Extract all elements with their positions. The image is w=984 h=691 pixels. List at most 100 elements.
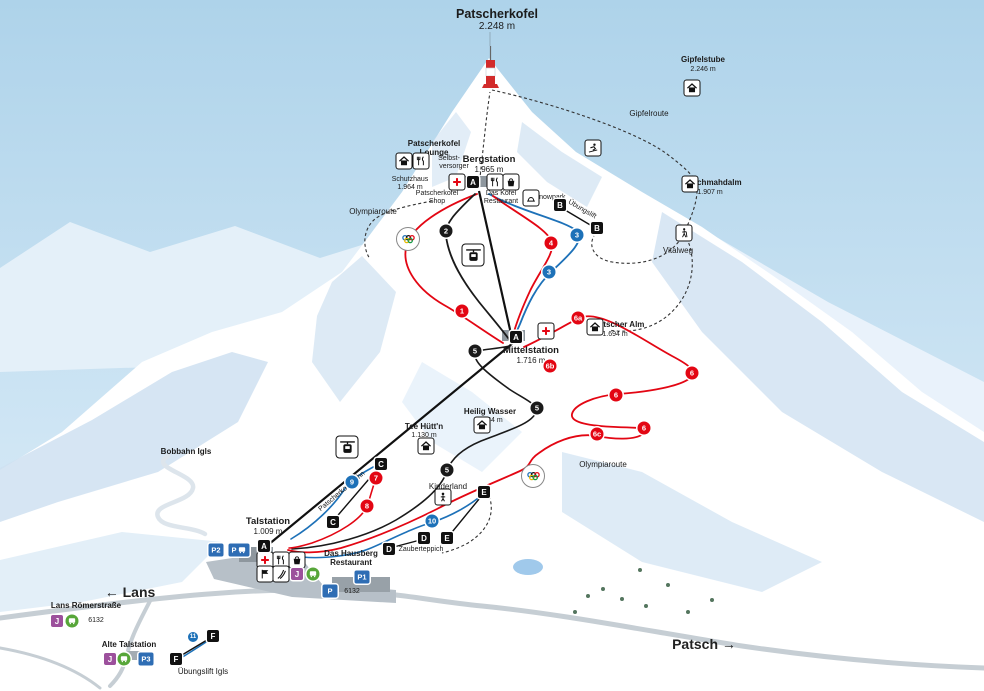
run-marker-5: 5 [530,401,544,415]
map-label-1-009-m: 1.009 m [253,527,283,536]
shop-icon [288,551,306,569]
map-label-patscher-alm: Patscher Alm [593,320,645,329]
restaurant-icon [412,152,430,170]
shop-icon [502,173,520,191]
map-label-das-kofel: Das Kofel [485,190,517,197]
map-label-mittelstation: Mittelstation [503,345,559,356]
run-7-8 [288,466,381,549]
map-label-kinderland: Kinderland [428,482,468,491]
restaurant-icon [486,173,504,191]
lift-marker-c: C [327,516,339,528]
map-label-schutzhaus: Schutzhaus [391,176,429,183]
map-label-1-964-m: 1.964 m [397,184,423,191]
map-label-patscherkofelbahn: Patscherkofelbahn [317,470,367,513]
skiroute-icon [584,139,602,157]
lift-marker-e: E [478,486,490,498]
summit-name: Patscherkofel [456,7,538,21]
map-label-gipfelroute: Gipfelroute [629,109,669,118]
bus-line-number: 6132 [88,617,104,624]
map-label-snowpark: Snowpark [534,194,566,201]
lift-marker-c: C [375,458,387,470]
walker-icon [675,224,693,242]
run-marker-2: 2 [439,224,453,238]
lift-marker-f: F [170,653,182,665]
map-label-patscherkofel: Patscherkofel [415,190,459,197]
run-marker-6c: 6c [590,427,604,441]
kinder-icon [434,488,452,506]
map-label-patscherkofel: Patscherkofel [407,139,461,148]
bus-stop-icon [65,614,79,628]
run-marker-11: 11 [188,632,198,642]
map-label-hochmahdalm: Hochmahdalm [686,178,742,187]
parking-marker-p2: P2 [208,543,224,557]
lift-marker-a: A [258,540,270,552]
parking-marker-p1: P1 [354,570,370,584]
lift-marker-b: B [554,199,566,211]
bus-line-number: 6132 [344,588,360,595]
hut-icon [473,416,491,434]
lift-marker-f: F [207,630,219,642]
run-marker-3: 3 [570,228,584,242]
run-marker-9: 9 [345,475,359,489]
road-label-patsch: Patsch → [672,636,736,652]
firstaid-icon [537,322,555,340]
hut-icon [683,79,701,97]
lift-marker-a: A [467,176,479,188]
map-label-bungslift: Übungslift [566,198,598,221]
run-5 [291,345,537,550]
restaurant-icon [272,551,290,569]
trees [573,568,714,614]
bus-line-marker-j: J [291,568,303,580]
run-marker-7: 7 [369,471,383,485]
run-2 [444,193,512,343]
map-label-shop: Shop [428,198,446,205]
run-marker-6b: 6b [543,359,557,373]
olympic-rings-icon [521,464,545,488]
map-label-bobbahn-igls: Bobbahn Igls [160,447,212,456]
map-label-das-hausberg: Das Hausberg [324,549,378,558]
lift-marker-e: E [441,532,453,544]
map-label-selbst: Selbst- [438,155,460,162]
firstaid-icon [448,173,466,191]
parking-marker-p3: P3 [138,652,154,666]
hut-icon [417,437,435,455]
run-marker-10: 10 [425,514,439,528]
lift-marker-d: D [418,532,430,544]
run-marker-5: 5 [468,344,482,358]
gondola-icon [335,435,359,459]
run-1 [404,193,504,344]
run-marker-5: 5 [440,463,454,477]
map-label-versorger: versorger [439,163,469,170]
map-label-alte-talstation: Alte Talstation [101,640,157,649]
map-label-restaurant: Restaurant [330,558,372,567]
snowpark-icon [522,189,540,207]
map-label-restaurant: Restaurant [483,198,519,205]
lift-marker-a: A [510,331,522,343]
summit-elevation: 2.248 m [478,21,516,32]
road-label-lans: ← Lans [104,584,156,600]
run-marker-4: 4 [544,236,558,250]
map-label-olympiaroute: Olympiaroute [349,207,397,216]
map-label-gipfelstube: Gipfelstube [680,55,726,64]
hut-icon [681,175,699,193]
bus-line-marker-j: J [104,653,116,665]
map-label-zauberteppich: Zauberteppich [398,546,444,553]
map-label-2-246-m: 2.246 m [690,66,716,73]
run-marker-6: 6 [685,366,699,380]
parking-marker-p: P [322,584,338,598]
rental-icon [272,565,290,583]
bus-line-marker-j: J [51,615,63,627]
map-label-1-716-m: 1.716 m [516,356,546,365]
map-label-lounge: Lounge [419,148,449,157]
run-marker-6a: 6a [571,311,585,325]
map-label-1-130-m: 1.130 m [411,432,437,439]
school-icon [256,565,274,583]
map-label-1-965-m: 1.965 m [474,165,504,174]
map-label-vitalweg: Vitalweg [662,246,694,255]
lift-marker-b: B [591,222,603,234]
run-marker-3: 3 [542,265,556,279]
map-label-1-907-m: 1.907 m [697,189,723,196]
run-9 [290,464,378,540]
map-label-1-694-m: 1.694 m [602,331,628,338]
